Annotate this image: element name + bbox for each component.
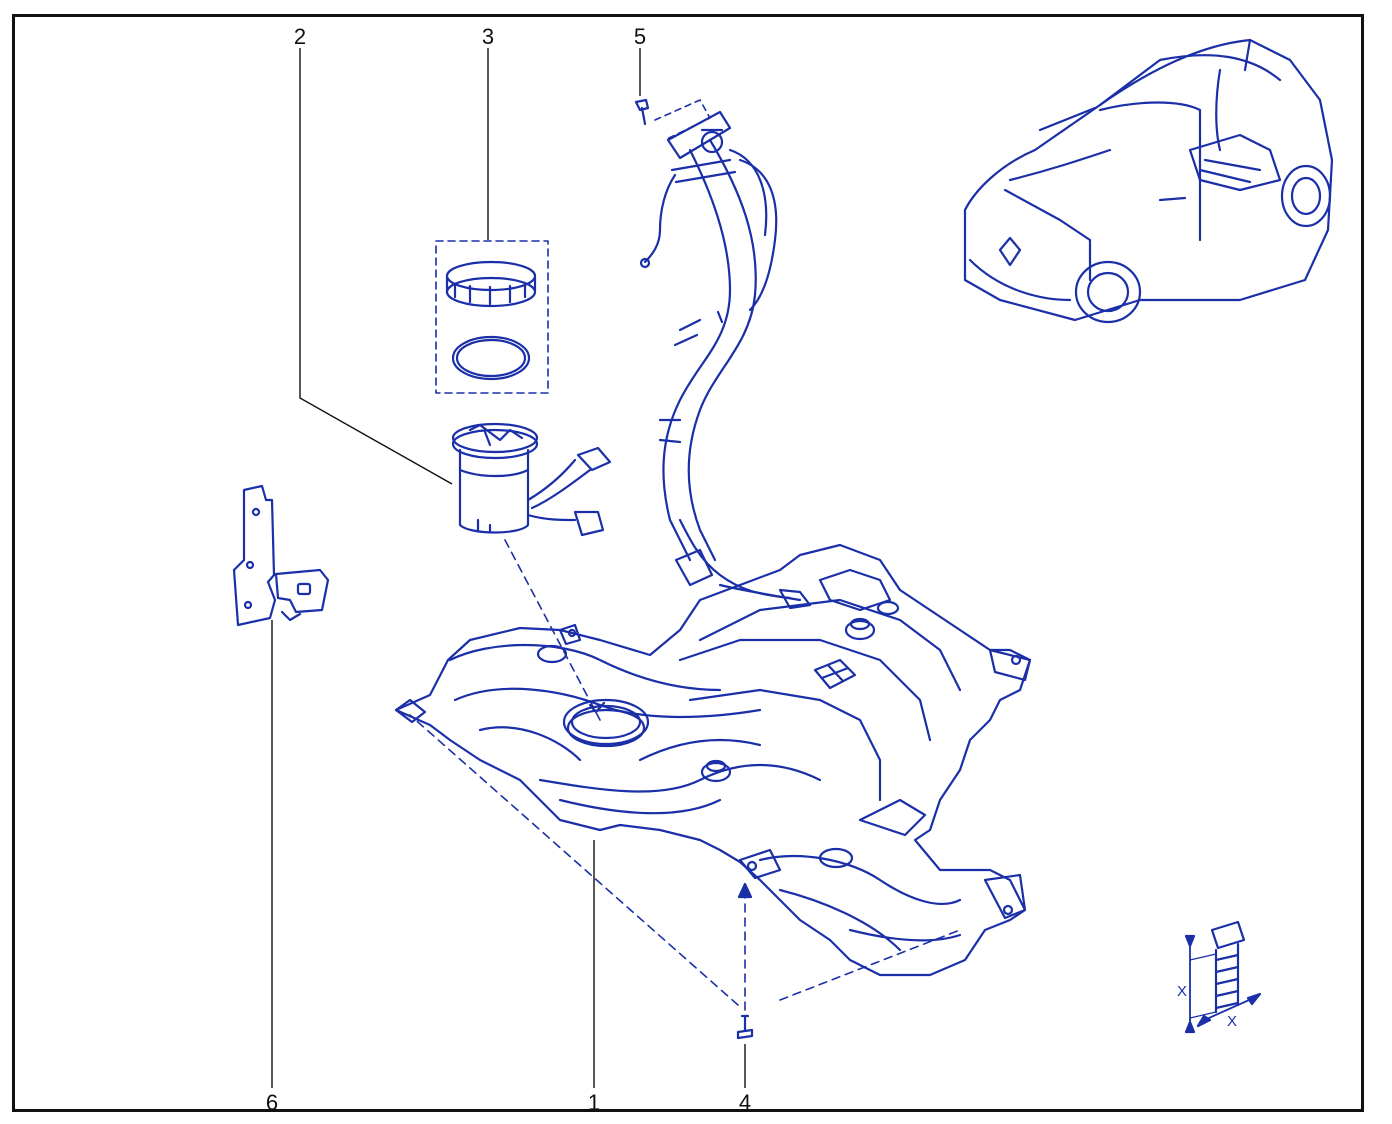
fuel-tank — [394, 543, 1032, 977]
callout-leaders — [271, 48, 746, 1088]
filler-neck-screw — [634, 98, 650, 126]
callout-4: 4 — [739, 1090, 751, 1115]
bracket — [232, 484, 330, 627]
fuel-pump-module — [451, 422, 612, 537]
filler-neck-screw-guide — [654, 99, 711, 141]
callout-2: 2 — [294, 24, 306, 49]
dimension-mark-x-length: X — [1177, 983, 1187, 1000]
pump-install-guide — [504, 539, 601, 721]
bolt-dimension-icon — [1184, 920, 1262, 1034]
bolt-arrow-up — [737, 882, 753, 899]
callout-3: 3 — [482, 24, 494, 49]
diagram-frame — [12, 14, 1364, 1112]
callout-1: 1 — [588, 1090, 600, 1115]
bolt-install-guides — [409, 714, 961, 1011]
callout-6: 6 — [266, 1090, 278, 1115]
tank-bolt — [736, 1014, 754, 1040]
pump-install-arrow — [588, 701, 606, 714]
dimension-mark-x-diameter: X — [1227, 1013, 1237, 1030]
leader-2 — [299, 48, 453, 485]
lock-ring-and-seal — [435, 240, 549, 394]
filler-neck — [639, 110, 812, 610]
car-location-icon — [963, 38, 1334, 324]
callout-5: 5 — [634, 24, 646, 49]
